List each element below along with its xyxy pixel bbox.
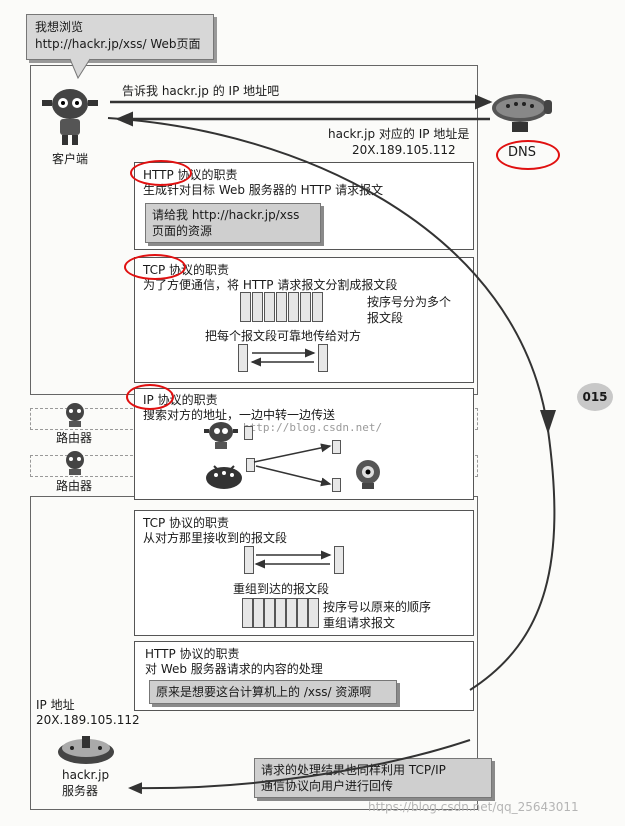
http-send-desc: 生成针对目标 Web 服务器的 HTTP 请求报文 (143, 183, 384, 197)
packet (244, 426, 253, 440)
result-note-line-2: 通信协议向用户进行回传 (261, 779, 394, 793)
callout-line-1: 我想浏览 (35, 20, 84, 34)
reassembled-segment (308, 598, 319, 628)
tcp-send-seq-line-1: 按序号分为多个 (367, 295, 452, 309)
router-icon-2 (66, 451, 84, 475)
dns-server-icon (492, 94, 552, 132)
highlight-ring-tcp (124, 254, 186, 280)
highlight-ring-dns (496, 140, 560, 170)
highlight-ring-http (130, 160, 192, 186)
client-robot-icon (42, 89, 98, 145)
server-name-line-2: 服务器 (62, 784, 99, 798)
http-send-note: 请给我 http://hackr.jp/xss 页面的资源 (145, 203, 321, 243)
tcp-recv-reassembled: 重组到达的报文段 (233, 582, 330, 596)
reassembled-segment (253, 598, 264, 628)
tcp-send-reliable: 把每个报文段可靠地传给对方 (205, 329, 362, 343)
client-label: 客户端 (52, 152, 89, 166)
reassembled-segment (242, 598, 253, 628)
server-name-line-1: hackr.jp (62, 768, 110, 782)
reassembled-segment (286, 598, 297, 628)
tcp-recv-order-line-1: 按序号以原来的顺序 (323, 600, 432, 614)
packet (332, 478, 341, 492)
http-recv-box: HTTP 协议的职责 对 Web 服务器请求的内容的处理 原来是想要这台计算机上… (134, 641, 474, 711)
callout-line-2: http://hackr.jp/xss/ Web页面 (35, 37, 201, 51)
router-bug-icon (206, 465, 242, 489)
highlight-ring-ip (126, 384, 174, 410)
segment (300, 292, 311, 322)
dns-reply-line-2: 20X.189.105.112 (352, 143, 456, 157)
segment-receiver (318, 344, 328, 372)
tcp-recv-desc: 从对方那里接收到的报文段 (143, 531, 288, 545)
segment (240, 292, 251, 322)
http-recv-note: 原来是想要这台计算机上的 /xss/ 资源啊 (149, 680, 397, 704)
router-label-1: 路由器 (56, 431, 93, 445)
server-icon (58, 736, 114, 764)
packet (246, 458, 255, 472)
sender-robot-icon (204, 422, 238, 449)
ip-watermark: http://blog.csdn.net/ (243, 421, 383, 434)
tcp-recv-box: TCP 协议的职责 从对方那里接收到的报文段 重组到达的报文段 按序号以原来的顺… (134, 510, 474, 636)
tcp-send-desc: 为了方便通信，将 HTTP 请求报文分割成报文段 (143, 278, 398, 292)
http-send-note-line-1: 请给我 http://hackr.jp/xss (152, 208, 300, 222)
server-ip-label: IP 地址 (36, 698, 75, 712)
page-number: 015 (577, 383, 613, 411)
router-icon-1 (66, 403, 84, 427)
ip-box: IP 协议的职责 搜索对方的地址，一边中转一边传送 http://blog.cs… (134, 388, 474, 500)
segment-receiver (334, 546, 344, 574)
packet (332, 440, 341, 454)
callout-bubble: 我想浏览 http://hackr.jp/xss/ Web页面 (26, 14, 214, 60)
dns-reply-line-1: hackr.jp 对应的 IP 地址是 (328, 127, 470, 141)
reassembled-segment (297, 598, 308, 628)
receiver-robot-icon (356, 460, 380, 489)
segment (252, 292, 263, 322)
http-send-note-line-2: 页面的资源 (152, 224, 213, 238)
segment (276, 292, 287, 322)
http-recv-desc: 对 Web 服务器请求的内容的处理 (145, 662, 323, 676)
reassembled-segment (275, 598, 286, 628)
footer-watermark: https://blog.csdn.net/qq_25643011 (368, 800, 579, 814)
segment (264, 292, 275, 322)
segment-sender (238, 344, 248, 372)
tcp-recv-order-line-2: 重组请求报文 (323, 616, 396, 630)
ip-desc: 搜索对方的地址，一边中转一边传送 (143, 408, 336, 422)
tcp-send-seq-line-2: 报文段 (367, 311, 404, 325)
reassembled-segment (264, 598, 275, 628)
dns-request-text: 告诉我 hackr.jp 的 IP 地址吧 (122, 84, 280, 98)
router-label-2: 路由器 (56, 479, 93, 493)
server-ip-value: 20X.189.105.112 (36, 713, 140, 727)
http-recv-title: HTTP 协议的职责 (145, 647, 240, 661)
segment-sender (244, 546, 254, 574)
tcp-recv-title: TCP 协议的职责 (143, 516, 230, 530)
segment (312, 292, 323, 322)
segment (288, 292, 299, 322)
